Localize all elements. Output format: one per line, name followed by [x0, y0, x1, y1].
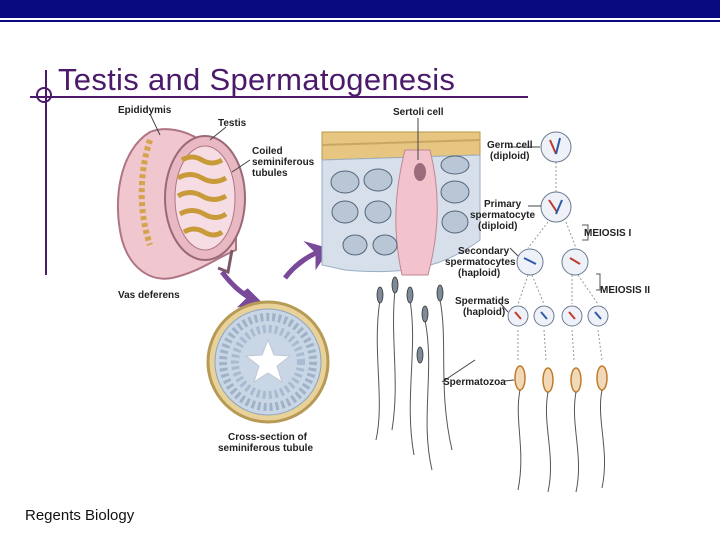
label-primary-3: (diploid): [478, 221, 517, 232]
label-spermatozoa: Spermatozoa: [443, 377, 506, 388]
label-germ-cell-1: Germ cell: [487, 140, 533, 151]
slide-title: Testis and Spermatogenesis: [58, 62, 456, 97]
label-spermatids-2: (haploid): [463, 307, 505, 318]
label-spermatids-1: Spermatids: [455, 296, 510, 307]
label-secondary-1: Secondary: [458, 246, 510, 257]
label-secondary-2: spermatocytes: [445, 257, 516, 268]
lineage-leader-lines: [441, 146, 541, 383]
label-secondary-3: (haploid): [458, 268, 500, 279]
meiosis-brackets: [582, 224, 601, 291]
cross-section-illustration: [206, 300, 330, 424]
label-germ-cell-2: (diploid): [490, 151, 529, 162]
chromosome-marks: [514, 137, 602, 320]
sperm-heads: [376, 276, 444, 364]
label-meiosis-2: MEIOSIS II: [600, 285, 650, 296]
lineage-lines: [517, 162, 603, 361]
arrow-to-cross-section: [220, 270, 264, 308]
germ-cell-cluster: [330, 155, 470, 256]
label-testis: Testis: [218, 118, 247, 129]
title-underline: [30, 96, 528, 98]
label-coiled-1: Coiled: [252, 146, 283, 157]
label-coiled-2: seminiferous: [252, 157, 315, 168]
label-vas-deferens: Vas deferens: [118, 290, 180, 301]
header-stripe: [0, 18, 720, 20]
label-primary-2: spermatocyte: [470, 210, 535, 221]
testis-leader-lines: [149, 113, 251, 173]
crosshair-circle-icon: [36, 87, 52, 103]
arrow-to-detail: [283, 240, 330, 280]
label-primary-1: Primary: [484, 199, 522, 210]
label-epididymis: Epididymis: [118, 105, 172, 116]
footer-text: Regents Biology: [25, 507, 135, 524]
label-cross-section-1: Cross-section of: [228, 432, 308, 443]
mature-spermatozoa: [514, 365, 608, 493]
header-bar: [0, 0, 720, 22]
label-coiled-3: tubules: [252, 168, 288, 179]
label-cross-section-2: seminiferous tubule: [218, 443, 313, 454]
developing-sperm-tails: [375, 289, 453, 471]
label-meiosis-1: MEIOSIS I: [584, 228, 631, 239]
testis-illustration: [116, 128, 246, 280]
vertical-accent-line: [45, 70, 47, 275]
label-sertoli-cell: Sertoli cell: [393, 107, 444, 118]
